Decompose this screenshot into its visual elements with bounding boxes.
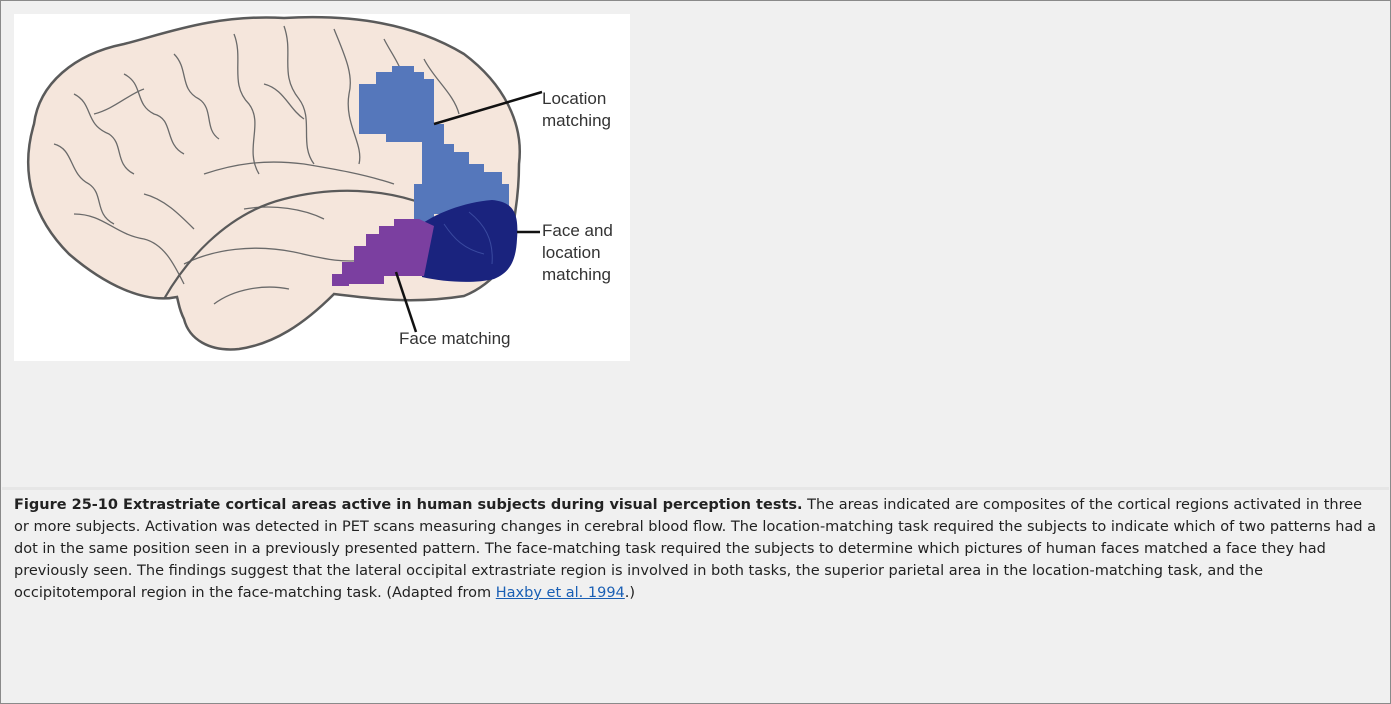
label-face-location-2: location: [542, 243, 601, 262]
label-face-location-3: matching: [542, 265, 611, 284]
location-region: [359, 66, 509, 222]
caption-title: Figure 25-10 Extrastriate cortical areas…: [14, 497, 803, 513]
section-divider: [2, 487, 1389, 490]
brain-diagram: Location matching Face and location matc…: [27, 15, 613, 351]
label-face-matching: Face matching: [399, 329, 511, 348]
lateral-sulcus: [163, 189, 425, 300]
face-location-region: [419, 200, 518, 282]
brain-figure: Location matching Face and location matc…: [14, 14, 630, 361]
face-location-folds: [443, 211, 493, 265]
label-location-2: matching: [542, 111, 611, 130]
figure-caption: Figure 25-10 Extrastriate cortical areas…: [14, 494, 1380, 604]
face-region: [332, 219, 434, 286]
citation-link[interactable]: Haxby et al. 1994: [495, 585, 625, 601]
caption-body: The areas indicated are composites of th…: [14, 497, 1377, 601]
caption-tail: .): [624, 585, 636, 601]
leader-lines: [394, 90, 543, 333]
label-face-location-1: Face and: [542, 221, 613, 240]
label-location-1: Location: [542, 89, 606, 108]
